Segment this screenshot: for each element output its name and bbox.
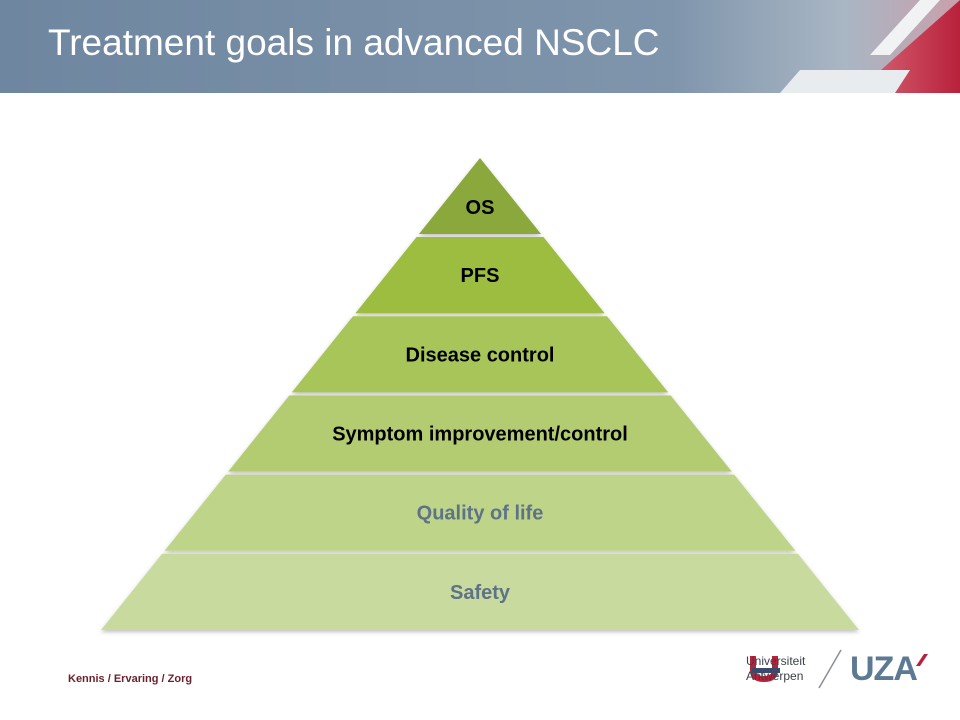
pyramid-level-label: Quality of life <box>417 503 544 525</box>
pyramid-level-label: Symptom improvement/control <box>332 424 628 446</box>
university-line-2: Antwerpen <box>746 669 804 683</box>
pyramid-level-2 <box>355 237 605 314</box>
university-line-1: Universiteit <box>746 654 806 668</box>
pyramid-level-3 <box>291 316 669 393</box>
pyramid-level-label: OS <box>466 197 495 219</box>
university-name: Universiteit Antwerpen <box>746 654 805 684</box>
header-white-slash <box>870 0 940 55</box>
university-antwerpen-logo-icon <box>750 656 780 682</box>
slide-title: Treatment goals in advanced NSCLC <box>48 22 660 63</box>
pyramid-level-6 <box>101 553 859 630</box>
pyramid-level-5 <box>164 474 796 551</box>
slide-header: Treatment goals in advanced NSCLC <box>0 0 960 93</box>
pyramid-level-label: Disease control <box>406 344 555 366</box>
uza-logo: UZA <box>850 650 918 688</box>
pyramid-level-label: PFS <box>461 265 500 287</box>
logo-divider-slash <box>818 649 842 689</box>
header-red-wedge <box>855 0 960 93</box>
header-background <box>0 0 960 93</box>
pyramid-level-label: Safety <box>450 582 511 604</box>
header-white-stripe <box>780 70 910 93</box>
pyramid-level-4 <box>228 395 732 472</box>
pyramid-level-1 <box>418 158 542 234</box>
uza-accent-icon <box>916 654 928 666</box>
tagline: Kennis / Ervaring / Zorg <box>68 673 193 685</box>
